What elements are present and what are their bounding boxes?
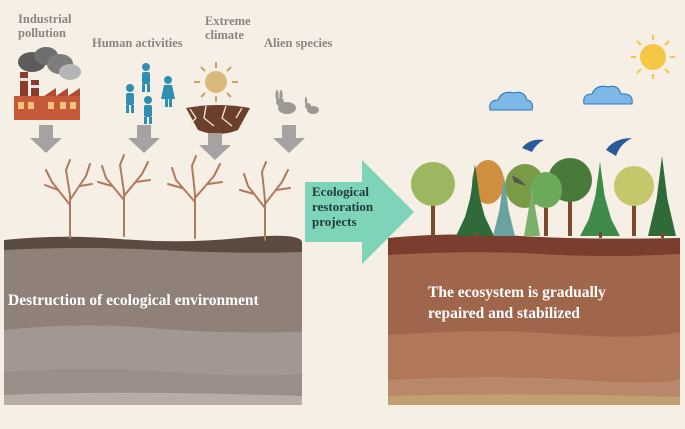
down-arrows xyxy=(30,125,305,160)
healthy-soil xyxy=(388,234,680,405)
caption-destruction: Destruction of ecological environment xyxy=(8,292,259,309)
down-arrow-climate xyxy=(199,133,231,160)
people-icon xyxy=(126,63,175,124)
dead-tree-4 xyxy=(239,161,291,241)
label-industrial-pollution: Industrial pollution xyxy=(18,12,72,40)
dead-tree-2 xyxy=(97,154,151,237)
factory-icon xyxy=(14,47,81,120)
label-restoration-projects: Ecological restoration projects xyxy=(312,184,374,229)
restoration-arrow xyxy=(305,160,414,264)
label-human-activities: Human activities xyxy=(92,36,183,50)
label-extreme-climate: Extreme climate xyxy=(205,14,251,42)
down-arrow-human xyxy=(128,125,160,153)
dead-trees xyxy=(44,154,291,241)
degraded-soil xyxy=(4,235,302,405)
dead-tree-3 xyxy=(167,155,223,239)
drought-icon xyxy=(186,62,250,134)
label-alien-species: Alien species xyxy=(264,36,333,50)
down-arrow-industrial xyxy=(30,125,62,153)
dead-tree-1 xyxy=(44,159,93,239)
cloud-icon xyxy=(489,91,533,111)
sun-icon xyxy=(631,35,675,79)
caption-recovery: The ecosystem is gradually repaired and … xyxy=(428,284,606,322)
bird-icon xyxy=(522,139,544,152)
cloud-icon-2 xyxy=(583,85,633,105)
down-arrow-alien xyxy=(273,125,305,153)
bird-icon-2 xyxy=(606,138,632,156)
rabbit-icon xyxy=(275,90,319,114)
forest xyxy=(411,156,676,238)
